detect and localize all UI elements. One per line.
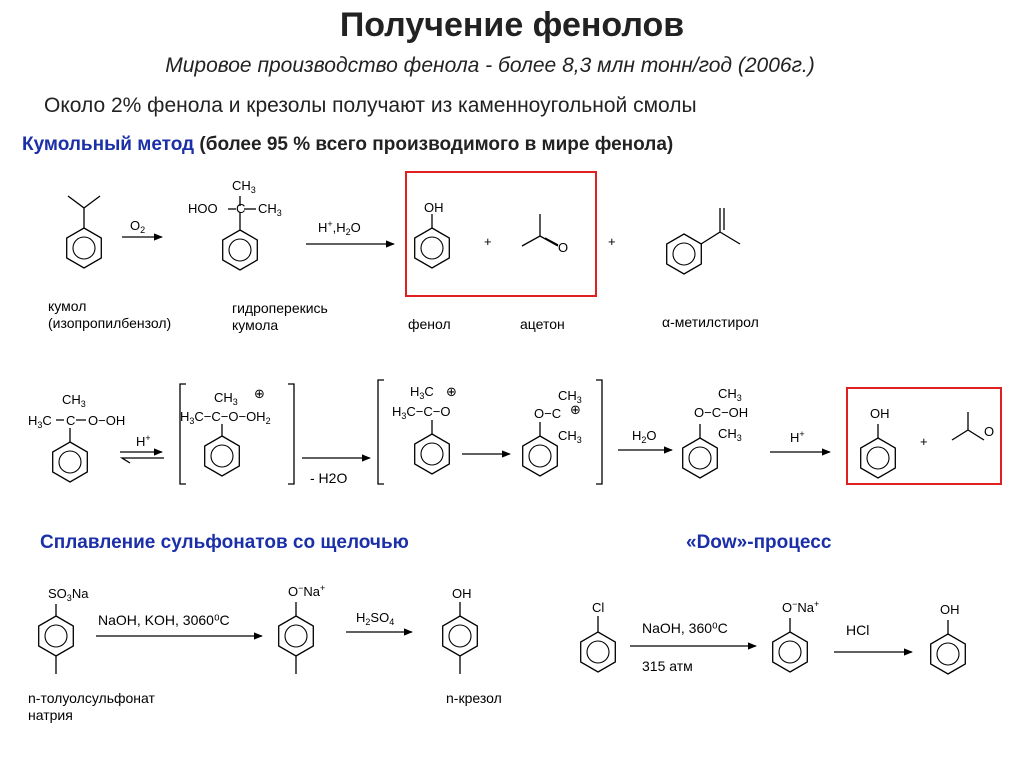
sulfonate-conditions: NaOH, KOH, 3060⁰С: [98, 612, 230, 628]
dow-phenol-ring: [930, 633, 966, 675]
acetone-bonds: [521, 214, 559, 247]
mech-hydroperoxide-ring: [52, 441, 88, 483]
coal-tar-note: Около 2% фенола и крезолы получают из ка…: [44, 94, 697, 117]
cumene-heading-row: Кумольный метод (более 95 % всего произв…: [22, 134, 673, 156]
label-tolsulfonate-line2: натрия: [28, 707, 73, 723]
text-hoo: HOO: [188, 201, 218, 216]
bracket-left-1: [179, 383, 186, 485]
text-mech-h3c: H3C: [28, 413, 52, 430]
text-prot-ch3: CH3: [214, 390, 238, 407]
text-h2o-mech: H2O: [632, 428, 657, 445]
text-mech-c: C: [66, 413, 75, 428]
mech-phenol-ring: [860, 437, 896, 479]
text-phenol-oh: OH: [424, 200, 444, 215]
dow-heading: «Dow»-процесс: [686, 532, 832, 553]
text-mech-o-oh: O−OH: [88, 413, 125, 428]
arrow-protonation-reverse: [119, 457, 164, 464]
chlorobenzene-ring: [580, 631, 616, 673]
cresolate-ring: [278, 615, 314, 657]
text-plus-1: +: [484, 234, 492, 249]
dow-phenoxide-ring: [772, 631, 808, 673]
label-cumene-line2: (изопропилбензол): [48, 315, 172, 331]
page-title: Получение фенолов: [339, 6, 685, 44]
cumene-heading-note: (более 95 % всего производимого в мире ф…: [199, 134, 674, 155]
text-hk-formula: O−C−OH: [694, 405, 748, 420]
text-ox-formula: H3C−C−O: [392, 404, 450, 421]
text-o2: O2: [130, 218, 145, 235]
label-hydroperoxide-line1: гидроперекись: [232, 300, 328, 316]
methylstyrene-chain: [700, 208, 741, 245]
text-h2so4: H2SO4: [356, 610, 394, 627]
minus-water: - H2O: [310, 470, 348, 486]
label-tolsulfonate-line1: n-толуолсульфонат: [28, 690, 155, 706]
text-cl: Cl: [592, 600, 604, 615]
label-cresol: n-крезол: [446, 690, 502, 706]
label-phenol: фенол: [408, 316, 451, 332]
cumene-isopropyl: [67, 195, 101, 228]
text-mech-phenol-oh: OH: [870, 406, 890, 421]
highlight-products-2: [846, 387, 1002, 485]
methylstyrene-ring: [666, 233, 702, 275]
text-hk-ch3-top: CH3: [718, 386, 742, 403]
text-cresolate-o: O−Na+: [288, 583, 325, 599]
text-so3na: SO3Na: [48, 586, 89, 603]
text-ox-charge: ⊕: [446, 384, 457, 399]
text-h-plus-2: H+: [790, 429, 805, 445]
highlight-products-1: [405, 171, 597, 297]
text-h-h2o: H+,H2O: [318, 219, 361, 237]
text-hk-ch3-bottom: CH3: [718, 426, 742, 443]
text-ch3-top: CH3: [232, 178, 256, 195]
label-cumene-line1: кумол: [48, 298, 87, 314]
text-plus-3: +: [920, 434, 928, 449]
phenol-ring: [414, 227, 450, 269]
label-tolsulfonate: n-толуолсульфонат натрия: [28, 690, 155, 724]
text-cc-formula: O−C: [534, 406, 561, 421]
text-cc-ch3-bottom: CH3: [558, 428, 582, 445]
label-acetone: ацетон: [520, 316, 565, 332]
hydroperoxide-ring: [222, 229, 258, 271]
text-plus-2: +: [608, 234, 616, 249]
text-dow-phenol-oh: OH: [940, 602, 960, 617]
label-cumene: кумол (изопропилбензол): [48, 298, 171, 332]
mech-acetone-bonds: [951, 412, 985, 441]
text-cresol-oh: OH: [452, 586, 472, 601]
text-c-center: C: [236, 201, 245, 216]
bracket-right-2: [596, 379, 603, 485]
text-acetone-o: O: [558, 240, 568, 255]
cumene-heading: Кумольный метод: [22, 134, 195, 155]
text-dow-phenoxide: O−Na+: [782, 599, 819, 615]
mech-hemiketal-ring: [682, 437, 718, 479]
label-methylstyrene: α-метилстирол: [662, 314, 759, 330]
text-ox-h3c: H3C: [410, 384, 434, 401]
dow-conditions-2: 315 атм: [642, 658, 693, 674]
dow-conditions-1: NaOH, 360⁰С: [642, 620, 728, 636]
text-cc-ch3-top: CH3: [558, 388, 582, 405]
text-mech-h-plus: H+: [136, 433, 151, 449]
page-subtitle: Мировое производство фенола - более 8,3 …: [165, 54, 815, 77]
mech-protonated-ring: [204, 435, 240, 477]
mech-hydroperoxide-bonds: [56, 419, 86, 442]
dow-acid: HCl: [846, 622, 870, 638]
cresol-ring: [442, 615, 478, 657]
text-mech-ch3: CH3: [62, 392, 86, 409]
tolsulfonate-ring: [38, 615, 74, 657]
text-prot-formula: H3C−C−O−OH2: [180, 409, 271, 426]
text-prot-charge: ⊕: [254, 386, 265, 401]
text-ch3-right: CH3: [258, 201, 282, 218]
mech-carbocation-ring: [522, 435, 558, 477]
label-hydroperoxide-line2: кумола: [232, 317, 279, 333]
cumene-ring: [66, 227, 102, 269]
text-mech-acetone-o: O: [984, 424, 994, 439]
label-hydroperoxide: гидроперекись кумола: [232, 300, 328, 334]
mech-oxonium-ring: [414, 433, 450, 475]
text-cc-charge: ⊕: [570, 402, 581, 417]
bracket-right-1: [288, 383, 295, 485]
bracket-left-2: [377, 379, 384, 485]
sulfonate-heading: Сплавление сульфонатов со щелочью: [40, 532, 409, 553]
